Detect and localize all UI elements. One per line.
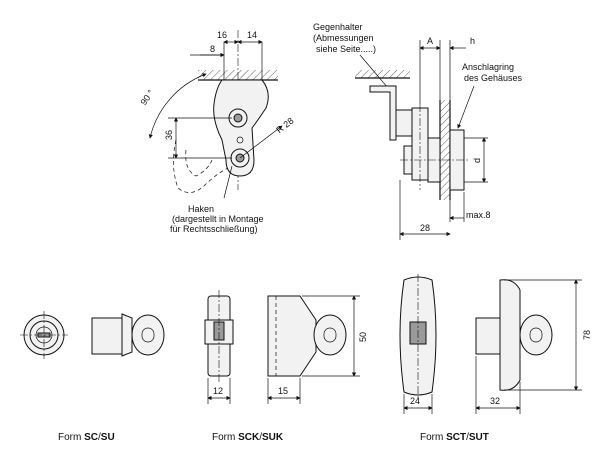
dim-A: A — [427, 36, 433, 46]
sct-side-body — [475, 317, 501, 355]
anschlagring-label: Anschlagring — [462, 62, 514, 72]
dim-50: 50 — [358, 332, 368, 342]
sct-key — [519, 314, 553, 356]
angle-arc — [148, 73, 207, 139]
dim-8: 8 — [210, 44, 215, 54]
form-sck-suk-view: 12 15 50 — [204, 290, 368, 404]
gegenhalter-note-line2: (Abmessungen — [313, 33, 374, 43]
dim-12: 12 — [213, 386, 223, 396]
form-sc-su-view — [20, 311, 165, 359]
dim-radius: R 28 — [274, 116, 295, 136]
dim-28: 28 — [420, 223, 430, 233]
counter-holder — [369, 85, 397, 141]
haken-note-line3: für Rechtsschließung) — [170, 224, 258, 234]
haken-label: Haken — [188, 204, 214, 214]
caption-form-sck-suk: Form SCK/SUK — [212, 432, 284, 443]
sck-side-body — [267, 295, 317, 377]
dim-24: 24 — [410, 396, 420, 406]
hook-section — [395, 109, 413, 137]
caption-form-sct-sut: Form SCT/SUT — [420, 432, 489, 443]
anschlagring-note-line2: des Gehäuses — [464, 73, 523, 83]
caption-form-sc-su: Form SC/SU — [58, 432, 115, 443]
sc-side-body — [91, 317, 123, 355]
form-sct-sut-view: 24 32 78 — [399, 274, 592, 414]
haken-note-line2: (dargestellt in Montage — [172, 214, 264, 224]
dim-max8: max.8 — [466, 210, 491, 220]
dim-angle: 90 ° — [138, 88, 156, 107]
dim-15: 15 — [278, 386, 288, 396]
section-view: Gegenhalter (Abmessungen siehe Seite....… — [313, 22, 523, 240]
dim-32: 32 — [490, 396, 500, 406]
dim-d: d — [472, 158, 482, 163]
hook-alt-position — [173, 139, 229, 193]
dim-h: h — [470, 36, 475, 46]
gegenhalter-label: Gegenhalter — [313, 22, 363, 32]
dim-78: 78 — [582, 330, 592, 340]
dim-16: 16 — [217, 30, 227, 40]
dim-36: 36 — [164, 130, 174, 140]
hook-body — [213, 79, 269, 177]
gegenhalter-note-line3: siehe Seite.....) — [316, 44, 376, 54]
hook-view: 16 14 8 90 ° 36 R 28 Haken (dargestellt … — [138, 30, 296, 234]
housing-wall — [440, 100, 450, 200]
dim-14: 14 — [247, 30, 257, 40]
sck-key — [313, 314, 347, 356]
sct-side-wing — [499, 279, 521, 391]
sc-key — [131, 314, 165, 356]
